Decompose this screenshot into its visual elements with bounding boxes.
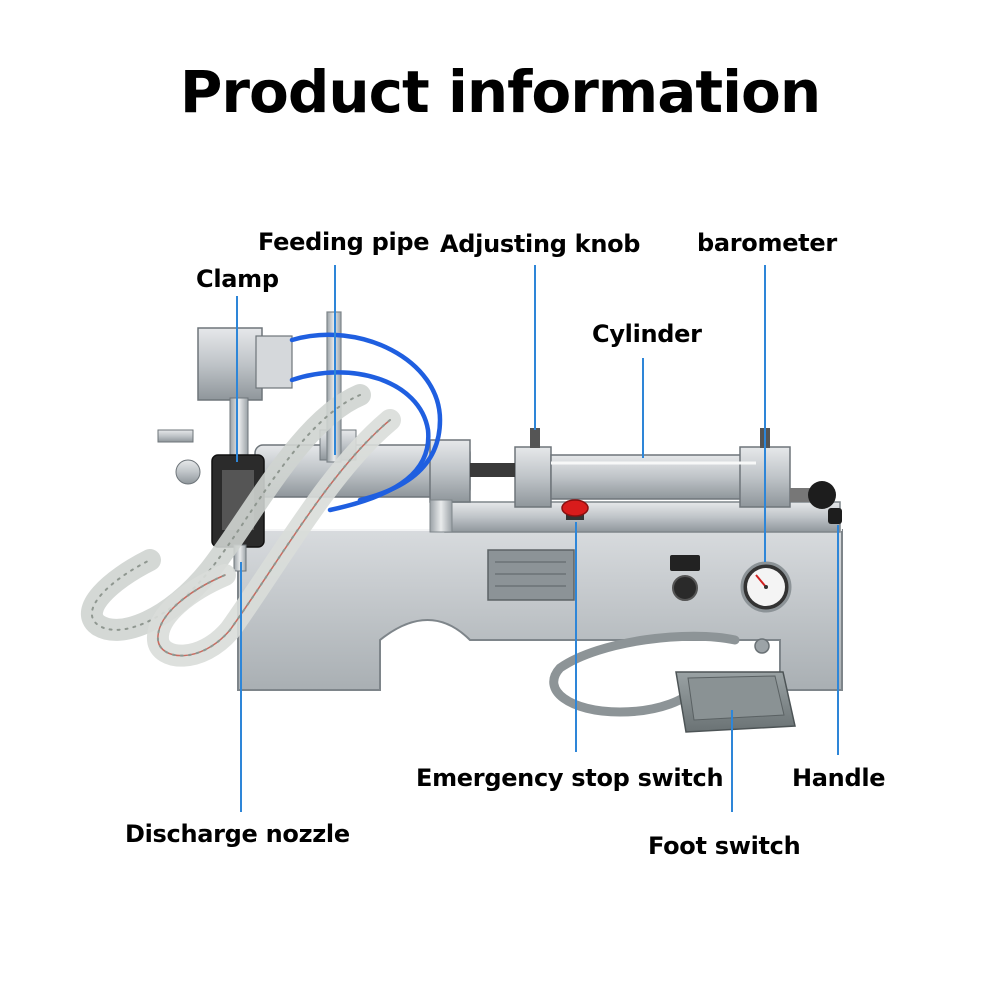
adjusting-knob-screw — [530, 428, 540, 448]
feeding-hose — [81, 384, 401, 667]
page-title: Product information — [179, 58, 821, 126]
cylinder-body — [514, 428, 791, 508]
label-discharge-nozzle: Discharge nozzle — [125, 820, 350, 848]
foot-switch-pedal — [675, 671, 796, 733]
label-feeding-pipe: Feeding pipe — [258, 228, 430, 256]
label-foot-switch: Foot switch — [648, 832, 801, 860]
barometer-gauge — [740, 561, 792, 613]
label-cylinder: Cylinder — [592, 320, 702, 348]
emergency-stop-button — [561, 499, 589, 520]
foot-switch-cable — [549, 631, 740, 717]
label-emergency-stop-switch: Emergency stop switch — [416, 764, 724, 792]
handle-wheel — [790, 481, 842, 524]
label-clamp: Clamp — [196, 265, 279, 293]
air-hoses — [289, 332, 443, 513]
label-adjusting-knob: Adjusting knob — [440, 230, 641, 258]
label-handle: Handle — [792, 764, 886, 792]
pump-housing — [254, 429, 515, 533]
cable-grommet — [754, 638, 770, 654]
name-plate — [487, 549, 575, 601]
power-switch — [670, 555, 700, 601]
leader-lines — [236, 265, 839, 812]
label-barometer: barometer — [697, 229, 837, 257]
